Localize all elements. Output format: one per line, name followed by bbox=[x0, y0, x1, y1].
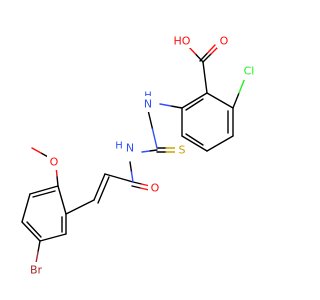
bond bbox=[39, 233, 67, 242]
bond bbox=[35, 251, 39, 264]
bond bbox=[104, 173, 134, 183]
bond bbox=[56, 175, 59, 187]
atom-amine-h-lower: H bbox=[115, 141, 123, 152]
atom-methoxy-oxygen: O bbox=[50, 156, 59, 169]
bond bbox=[202, 61, 208, 94]
bond bbox=[185, 133, 204, 146]
atom-labels: HO O Cl H N S H N O O Br bbox=[25, 32, 258, 278]
bond bbox=[194, 53, 204, 63]
atom-chlorine: Cl bbox=[244, 65, 255, 78]
bond bbox=[181, 92, 208, 109]
atom-bromine: Br bbox=[30, 264, 43, 277]
bond bbox=[65, 199, 95, 215]
molecule-canvas: HO O Cl H N S H N O O Br bbox=[21, 32, 258, 278]
bond bbox=[147, 109, 154, 130]
bond bbox=[93, 173, 106, 201]
bond bbox=[139, 187, 150, 191]
atom-amine-n-lower: N bbox=[126, 142, 134, 155]
bond bbox=[151, 128, 158, 149]
bond bbox=[148, 149, 158, 152]
atom-hydroxyl: HO bbox=[174, 35, 191, 48]
atom-carbonyl-oxygen-amide: O bbox=[151, 182, 160, 195]
bond bbox=[206, 92, 234, 109]
atom-thio-sulfur: S bbox=[179, 144, 186, 157]
atom-carbonyl-oxygen-acid: O bbox=[220, 35, 229, 48]
bond bbox=[141, 150, 151, 153]
atom-amine-n-upper: N bbox=[144, 98, 152, 111]
bond bbox=[132, 181, 143, 185]
bond bbox=[32, 190, 56, 198]
bond bbox=[206, 44, 216, 54]
bond bbox=[170, 105, 183, 109]
bond bbox=[202, 53, 212, 63]
bond bbox=[31, 147, 42, 154]
bond bbox=[159, 103, 172, 107]
bond bbox=[238, 77, 246, 94]
bond bbox=[29, 185, 59, 195]
bond bbox=[181, 135, 208, 152]
bond bbox=[26, 221, 42, 238]
bond bbox=[206, 135, 234, 152]
bond bbox=[21, 221, 41, 242]
bond bbox=[37, 240, 41, 253]
bond bbox=[21, 193, 31, 223]
molecule-structure: HO O Cl H N S H N O O Br bbox=[21, 32, 258, 278]
bond bbox=[130, 171, 134, 183]
bond bbox=[57, 185, 67, 215]
bond bbox=[232, 92, 240, 109]
bond bbox=[199, 52, 209, 62]
bond bbox=[129, 161, 133, 173]
bond bbox=[131, 185, 142, 189]
bond bbox=[185, 98, 204, 111]
bond bbox=[97, 176, 110, 204]
